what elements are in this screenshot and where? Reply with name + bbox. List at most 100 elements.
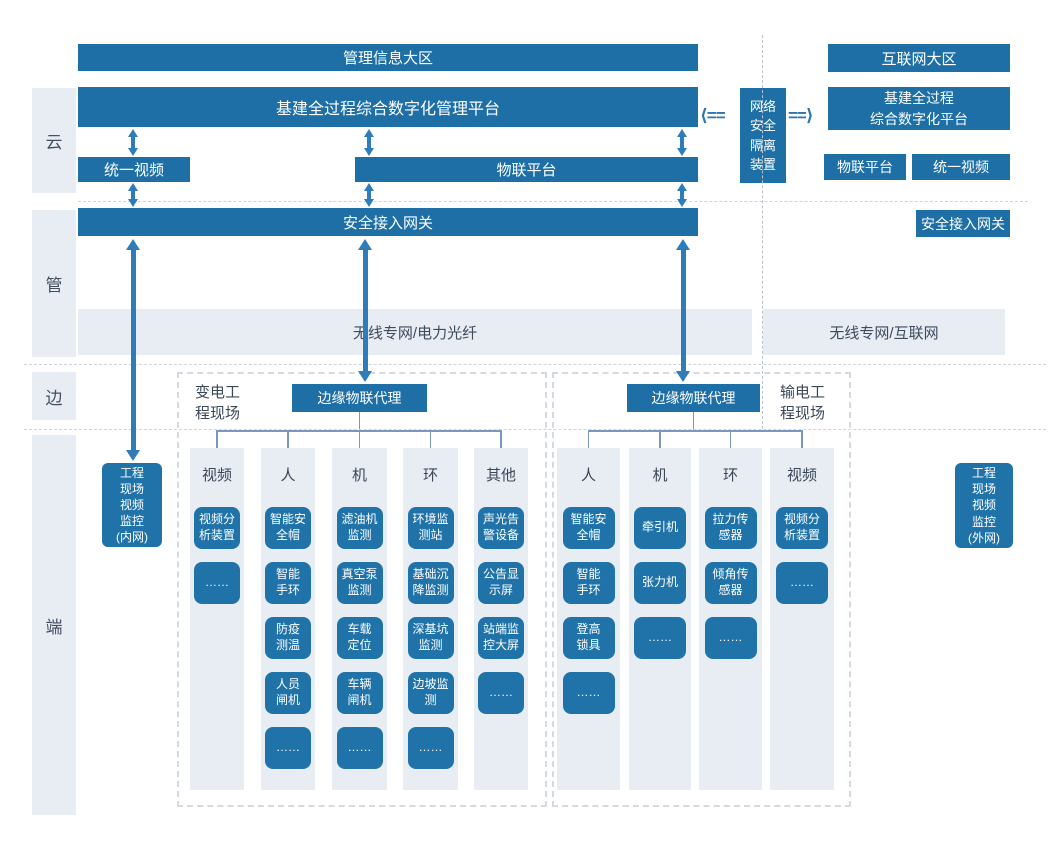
column-header: 视频 bbox=[786, 467, 817, 484]
transmission-site-group-box bbox=[552, 372, 851, 807]
device-item: 智能安 全帽 bbox=[562, 507, 615, 549]
column-header: 机 bbox=[351, 467, 367, 484]
unified-video-box: 统一视频 bbox=[78, 157, 190, 182]
digital-platform-bar: 基建全过程综合数字化管理平台 bbox=[78, 87, 698, 127]
connector-line bbox=[692, 412, 695, 431]
layer-label-device: 端 bbox=[32, 435, 76, 815]
flow-arrow-head-down bbox=[127, 148, 138, 156]
device-item: 边坡监 测 bbox=[407, 672, 454, 714]
column-header: 人 bbox=[280, 467, 296, 484]
device-item: 智能 手环 bbox=[562, 562, 615, 604]
column-header: 其他 bbox=[485, 467, 516, 484]
connector-line bbox=[729, 430, 732, 448]
network-bar-intranet: 无线专网/电力光纤 bbox=[78, 309, 752, 355]
network-isolation-device: 网络 安全 隔离 装置 bbox=[740, 88, 786, 183]
layer-label-edge: 边 bbox=[32, 372, 76, 420]
substation-site-label: 变电工 程现场 bbox=[195, 384, 241, 422]
device-item: 深基坑 监测 bbox=[407, 617, 454, 659]
device-item: 登高 锁具 bbox=[562, 617, 615, 659]
device-item: …… bbox=[478, 672, 524, 714]
device-item: 人员 闸机 bbox=[265, 672, 311, 714]
iot-platform-bar: 物联平台 bbox=[355, 157, 698, 182]
internet-security-gateway-box: 安全接入网关 bbox=[916, 210, 1010, 237]
separator-cloud-pipe bbox=[78, 201, 1028, 202]
device-item: 滤油机 监测 bbox=[336, 507, 383, 549]
flow-arrow-head-down bbox=[676, 199, 687, 207]
layer-label-cloud: 云 bbox=[32, 88, 76, 193]
flow-arrow-shaft bbox=[131, 188, 135, 202]
flow-arrow-head-up bbox=[676, 129, 687, 137]
device-item: …… bbox=[265, 727, 311, 769]
flow-arrow-shaft bbox=[131, 134, 135, 151]
flow-arrow-shaft bbox=[130, 247, 136, 453]
device-item: 声光告 警设备 bbox=[478, 507, 524, 549]
device-item: 视频分 析装置 bbox=[776, 507, 828, 549]
device-item: 基础沉 降监测 bbox=[407, 562, 454, 604]
flow-arrow-head-up bbox=[127, 129, 138, 137]
device-item: …… bbox=[634, 617, 686, 659]
flow-arrow-head-up bbox=[363, 183, 374, 191]
device-item: 拉力传 感器 bbox=[704, 507, 757, 549]
device-item: …… bbox=[407, 727, 454, 769]
connector-line bbox=[500, 430, 502, 448]
column-header: 机 bbox=[652, 467, 668, 484]
flow-arrow-head-up bbox=[358, 239, 372, 250]
connector-line bbox=[588, 430, 802, 432]
flow-arrow-shaft bbox=[680, 247, 686, 374]
device-item: …… bbox=[562, 672, 615, 714]
flow-arrow-shaft bbox=[362, 247, 368, 374]
device-item: …… bbox=[336, 727, 383, 769]
network-bar-internet: 无线专网/互联网 bbox=[763, 309, 1005, 355]
device-item: …… bbox=[776, 562, 828, 604]
flow-arrow-shaft bbox=[680, 188, 684, 202]
separator-edge-device bbox=[24, 429, 1046, 430]
flow-arrow-head-down bbox=[126, 450, 140, 461]
internet-zone-bar: 互联网大区 bbox=[828, 44, 1010, 72]
management-zone-bar: 管理信息大区 bbox=[78, 44, 698, 71]
group1-column-1 bbox=[190, 448, 244, 790]
flow-arrow-shaft bbox=[680, 134, 684, 151]
isolation-right-arrow-icon: ==⟩ bbox=[788, 106, 814, 125]
site-video-monitor-internet: 工程 现场 视频 监控 (外网) bbox=[955, 463, 1013, 548]
device-item: 环境监 测站 bbox=[407, 507, 454, 549]
device-item: 倾角传 感器 bbox=[704, 562, 757, 604]
flow-arrow-head-down bbox=[363, 148, 374, 156]
flow-arrow-head-up bbox=[363, 129, 374, 137]
flow-arrow-head-up bbox=[676, 239, 690, 250]
connector-line bbox=[587, 430, 590, 448]
device-item: 牵引机 bbox=[634, 507, 686, 549]
internet-unified-video-box: 统一视频 bbox=[912, 154, 1010, 180]
internet-digital-platform: 基建全过程 综合数字化平台 bbox=[828, 87, 1010, 130]
device-item: 车辆 闸机 bbox=[336, 672, 383, 714]
flow-arrow-head-down bbox=[676, 148, 687, 156]
group2-column-4 bbox=[770, 448, 834, 790]
flow-arrow-head-up bbox=[126, 239, 140, 250]
flow-arrow-head-down bbox=[676, 371, 690, 382]
device-item: 智能 手环 bbox=[265, 562, 311, 604]
device-item: 真空泵 监测 bbox=[336, 562, 383, 604]
flow-arrow-head-down bbox=[358, 371, 372, 382]
connector-line bbox=[287, 430, 289, 448]
device-item: 张力机 bbox=[634, 562, 686, 604]
flow-arrow-head-up bbox=[127, 183, 138, 191]
device-item: 防疫 测温 bbox=[265, 617, 311, 659]
connector-line bbox=[801, 430, 803, 448]
separator-pipe-edge bbox=[24, 364, 1046, 365]
device-item: 车载 定位 bbox=[336, 617, 383, 659]
device-item: …… bbox=[704, 617, 757, 659]
transmission-site-label: 输电工 程现场 bbox=[780, 384, 826, 422]
connector-line bbox=[659, 430, 661, 448]
column-header: 环 bbox=[422, 467, 438, 484]
connector-line bbox=[358, 412, 361, 431]
internet-iot-platform-box: 物联平台 bbox=[824, 154, 906, 180]
device-item: 站端监 控大屏 bbox=[478, 617, 524, 659]
security-gateway-bar: 安全接入网关 bbox=[78, 208, 698, 236]
connector-line bbox=[429, 430, 432, 448]
flow-arrow-head-down bbox=[127, 199, 138, 207]
edge-iot-agent-2: 边缘物联代理 bbox=[627, 384, 760, 412]
column-header: 人 bbox=[580, 467, 596, 484]
layer-label-pipe: 管 bbox=[32, 210, 76, 357]
device-item: 视频分 析装置 bbox=[194, 507, 240, 549]
column-header: 视频 bbox=[201, 467, 232, 484]
